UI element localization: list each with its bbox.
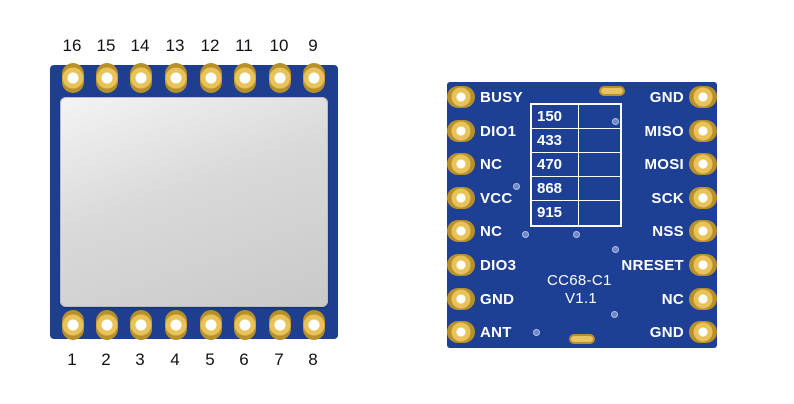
frequency-row: 470 <box>532 153 620 177</box>
pin-label: NSS <box>652 223 684 240</box>
frequency-value: 433 <box>537 132 563 149</box>
side-pad <box>447 153 475 175</box>
castellated-pad <box>269 63 291 93</box>
side-pad <box>447 187 475 209</box>
pin-label: NC <box>480 156 503 173</box>
side-pad <box>689 187 717 209</box>
side-pad <box>689 254 717 276</box>
side-pad <box>689 120 717 142</box>
mounting-slot <box>599 86 625 96</box>
castellated-pad <box>96 63 118 93</box>
frequency-table: 150 433 470 868 915 <box>530 103 622 227</box>
castellated-pad <box>303 310 325 340</box>
castellated-pad <box>200 310 222 340</box>
side-pad <box>447 288 475 310</box>
pin-number: 10 <box>269 36 289 55</box>
castellated-pad <box>303 63 325 93</box>
pin-label: BUSY <box>480 89 523 106</box>
castellated-pad <box>200 63 222 93</box>
board-model: CC68-C1 <box>547 272 612 289</box>
pin-label: GND <box>649 89 684 106</box>
pin-label: NC <box>661 291 684 308</box>
pin-label: SCK <box>651 190 684 207</box>
side-pad <box>447 120 475 142</box>
pin-number: 5 <box>205 350 215 369</box>
pin-label: VCC <box>480 190 513 207</box>
side-pad <box>689 153 717 175</box>
pin-number: 16 <box>62 36 82 55</box>
pin-number: 11 <box>235 36 253 55</box>
side-pad <box>447 86 475 108</box>
castellated-pad <box>165 63 187 93</box>
pin-label: DIO3 <box>480 257 517 274</box>
frequency-row: 150 <box>532 105 620 129</box>
pin-label: NC <box>480 223 503 240</box>
via <box>513 183 520 190</box>
frequency-checkbox-cell <box>578 153 620 176</box>
pin-number: 1 <box>67 350 77 369</box>
castellated-pad <box>130 310 152 340</box>
pin-label: DIO1 <box>480 123 517 140</box>
pin-number: 4 <box>170 350 180 369</box>
frequency-checkbox-cell <box>578 201 620 225</box>
frequency-checkbox-cell <box>578 177 620 200</box>
pin-number: 3 <box>135 350 145 369</box>
module-bottom-view-pcb <box>447 82 717 348</box>
mounting-slot <box>569 334 595 344</box>
side-pad <box>689 86 717 108</box>
via <box>612 246 619 253</box>
pin-number: 13 <box>165 36 185 55</box>
via <box>573 231 580 238</box>
rf-shield-can <box>60 97 328 307</box>
pin-number: 15 <box>96 36 116 55</box>
frequency-value: 150 <box>537 108 563 125</box>
side-pad <box>689 321 717 343</box>
frequency-value: 470 <box>537 156 563 173</box>
castellated-pad <box>130 63 152 93</box>
via <box>522 231 529 238</box>
castellated-pad <box>234 310 256 340</box>
frequency-checkbox-cell <box>578 129 620 152</box>
pin-label: NRESET <box>621 257 684 274</box>
castellated-pad <box>234 63 256 93</box>
pin-number: 8 <box>308 350 318 369</box>
pin-number: 6 <box>239 350 249 369</box>
side-pad <box>447 254 475 276</box>
pin-number: 7 <box>274 350 284 369</box>
pin-label: MISO <box>644 123 684 140</box>
side-pad <box>689 288 717 310</box>
side-pad <box>447 321 475 343</box>
via <box>611 311 618 318</box>
castellated-pad <box>165 310 187 340</box>
pin-number: 9 <box>308 36 318 55</box>
pin-label: GND <box>649 324 684 341</box>
frequency-value: 915 <box>537 204 563 221</box>
via <box>533 329 540 336</box>
frequency-row: 915 <box>532 201 620 225</box>
pin-number: 12 <box>200 36 220 55</box>
frequency-row: 868 <box>532 177 620 201</box>
pin-label: GND <box>480 291 515 308</box>
castellated-pad <box>269 310 291 340</box>
castellated-pad <box>96 310 118 340</box>
pin-number: 14 <box>130 36 150 55</box>
castellated-pad <box>62 63 84 93</box>
side-pad <box>689 220 717 242</box>
castellated-pad <box>62 310 84 340</box>
via <box>612 118 619 125</box>
pin-label: MOSI <box>644 156 684 173</box>
pin-label: ANT <box>480 324 512 341</box>
side-pad <box>447 220 475 242</box>
board-version: V1.1 <box>565 290 598 307</box>
pin-number: 2 <box>101 350 111 369</box>
frequency-checkbox-cell <box>578 105 620 128</box>
frequency-row: 433 <box>532 129 620 153</box>
frequency-value: 868 <box>537 180 563 197</box>
